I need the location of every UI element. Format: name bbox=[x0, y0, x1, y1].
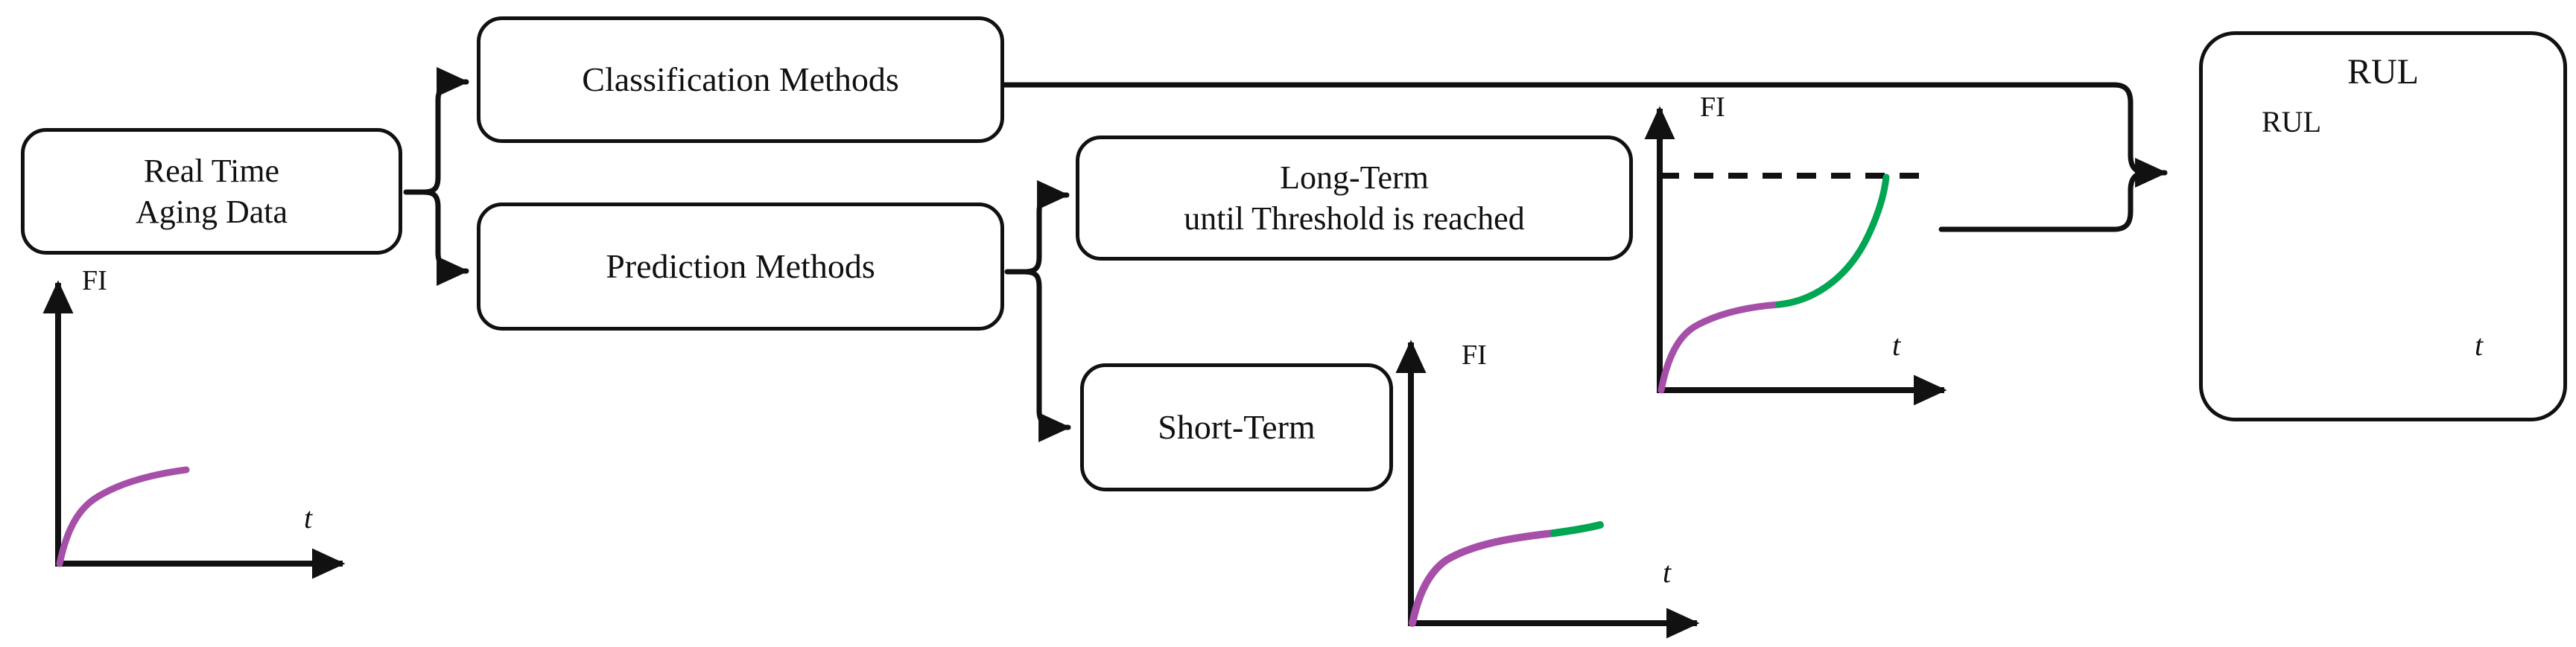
node-real-time-aging-data-label: Real Time Aging Data bbox=[135, 153, 288, 230]
node-prediction-methods-label: Prediction Methods bbox=[606, 247, 875, 286]
node-short-term-label: Short-Term bbox=[1158, 408, 1316, 447]
node-prediction-methods[interactable]: Prediction Methods bbox=[477, 203, 1004, 331]
chart2-measured-curve bbox=[1657, 301, 1783, 394]
chart1-real-time-aging-data-chart bbox=[42, 280, 346, 579]
connector-brace-prediction-to-terms bbox=[1004, 180, 1071, 442]
chart3-predicted-curve bbox=[1550, 521, 1604, 537]
connector-brace-aging-to-methods bbox=[403, 67, 469, 286]
chart3-measured-curve bbox=[1409, 529, 1558, 627]
chart2-long-term-prediction-chart bbox=[1644, 106, 1947, 406]
node-long-term-label: Long-Term until Threshold is reached bbox=[1184, 159, 1525, 237]
node-classification-methods[interactable]: Classification Methods bbox=[477, 16, 1004, 143]
node-long-term[interactable]: Long-Term until Threshold is reached bbox=[1076, 136, 1633, 261]
chart3-short-term-prediction-chart bbox=[1395, 340, 1700, 639]
node-classification-methods-label: Classification Methods bbox=[582, 60, 899, 99]
rul-panel-title: RUL bbox=[2347, 52, 2419, 92]
node-rul-panel[interactable]: RUL bbox=[2199, 31, 2567, 421]
chart1-measured-curve bbox=[56, 466, 190, 567]
connector-merge-to-rul bbox=[1001, 82, 2168, 232]
node-short-term[interactable]: Short-Term bbox=[1080, 363, 1393, 491]
chart2-predicted-curve bbox=[1775, 173, 1890, 308]
node-real-time-aging-data[interactable]: Real Time Aging Data bbox=[21, 128, 402, 255]
